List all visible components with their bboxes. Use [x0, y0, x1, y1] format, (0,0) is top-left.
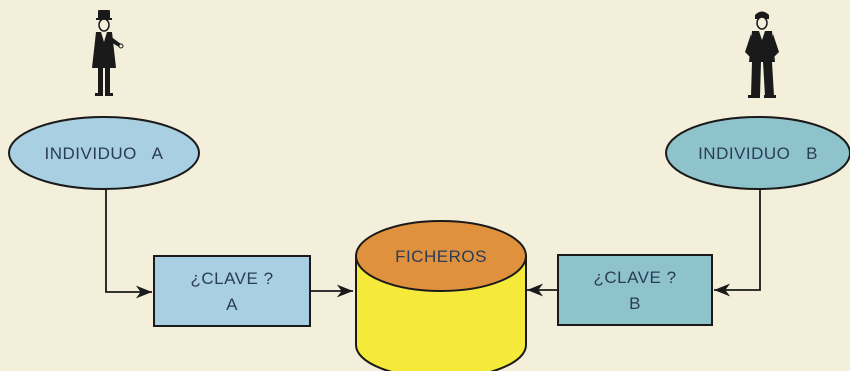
clave-a-line1: ¿CLAVE ? [190, 269, 273, 288]
clave-b-box: ¿CLAVE ? B [557, 254, 713, 326]
clave-a-box: ¿CLAVE ? A [153, 255, 311, 327]
individuo-a-label: INDIVIDUO A [45, 144, 164, 163]
clave-b-line1: ¿CLAVE ? [593, 268, 676, 287]
individuo-a-node: INDIVIDUO A [8, 116, 200, 190]
clave-b-line2: B [629, 294, 641, 313]
arrow-individuo-b-to-clave-b [714, 188, 761, 297]
ficheros-cylinder: FICHEROS [355, 220, 527, 371]
person-icon-a [92, 10, 124, 96]
individuo-b-label: INDIVIDUO B [698, 144, 818, 163]
person-icon-b [745, 11, 779, 98]
connector-lines [105, 188, 761, 299]
clave-a-line2: A [226, 295, 238, 314]
arrow-individuo-a-to-clave-a [105, 188, 152, 299]
ficheros-label: FICHEROS [395, 247, 487, 266]
individuo-b-node: INDIVIDUO B [665, 116, 850, 190]
